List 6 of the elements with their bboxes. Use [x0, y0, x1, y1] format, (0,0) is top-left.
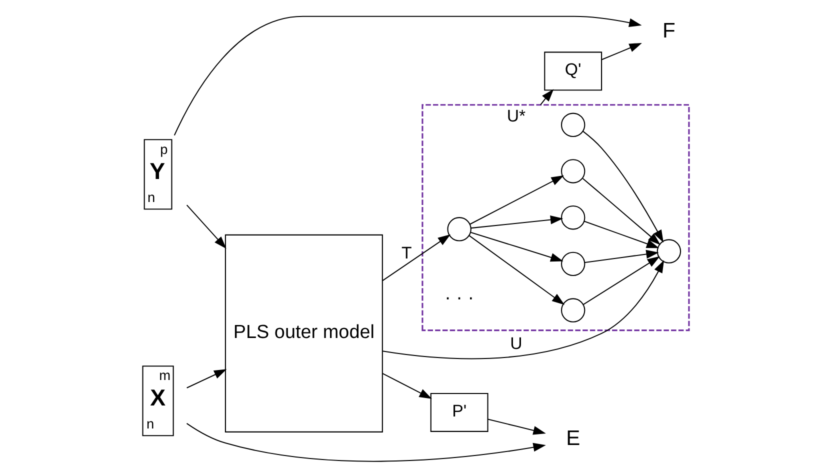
label: · · · — [444, 286, 474, 308]
edge-label: U — [510, 334, 522, 353]
edge-label: U* — [506, 106, 526, 126]
node-text: F — [662, 18, 676, 42]
node-text: E — [566, 426, 580, 450]
edge-label: T — [402, 242, 412, 262]
